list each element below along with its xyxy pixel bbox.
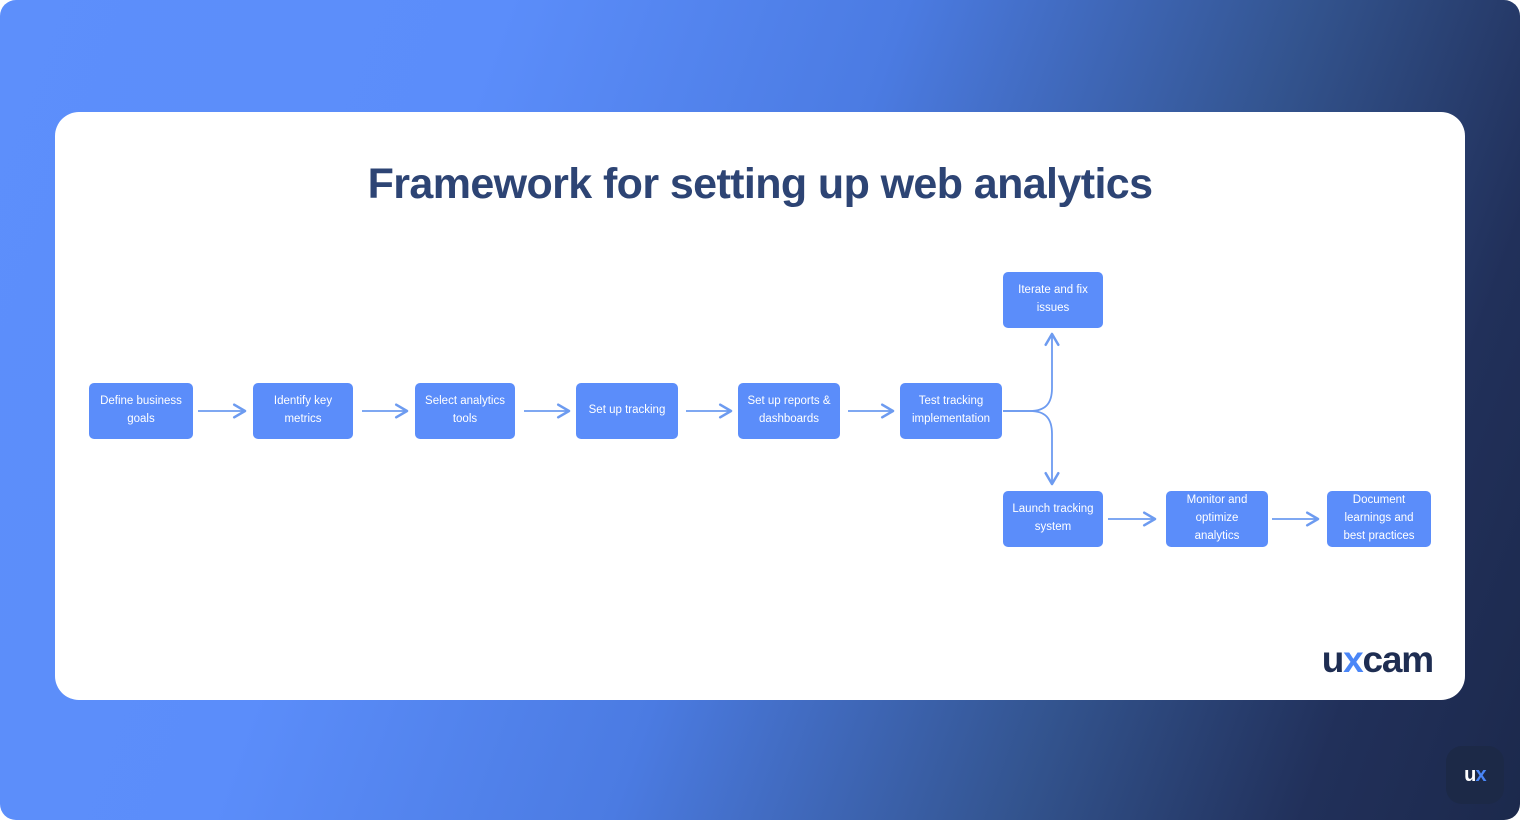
flow-node-set-up-reports-dashboards[interactable]: Set up reports & dashboards	[738, 383, 840, 439]
flow-node-iterate-and-fix-issues[interactable]: Iterate and fix issues	[1003, 272, 1103, 328]
content-card: Framework for setting up web analytics	[55, 112, 1465, 700]
flow-node-document-learnings-best-practices[interactable]: Document learnings and best practices	[1327, 491, 1431, 547]
logo-text-prefix: u	[1321, 639, 1345, 680]
logo-text-accent: x	[1343, 639, 1364, 680]
flow-node-monitor-and-optimize-analytics[interactable]: Monitor and optimize analytics	[1166, 491, 1268, 547]
badge-text-accent: x	[1475, 764, 1487, 786]
badge-text-prefix: u	[1464, 764, 1476, 786]
flow-node-select-analytics-tools[interactable]: Select analytics tools	[415, 383, 515, 439]
page-title: Framework for setting up web analytics	[367, 160, 1153, 208]
flow-node-test-tracking-implementation[interactable]: Test tracking implementation	[900, 383, 1002, 439]
flow-node-label: Select analytics tools	[425, 395, 505, 425]
flow-node-label: Launch tracking system	[1012, 503, 1094, 533]
uxcam-logo: uxcam	[1321, 639, 1435, 680]
edge-n6-n8	[1003, 410, 1060, 486]
flow-node-label: Set up reports & dashboards	[747, 395, 831, 425]
flow-node-label: Monitor and optimize analytics	[1186, 494, 1248, 542]
flow-node-label: Identify key metrics	[273, 395, 333, 425]
flow-node-launch-tracking-system[interactable]: Launch tracking system	[1003, 491, 1103, 547]
edge-n6-n7	[1003, 332, 1060, 412]
flow-node-label: Define business goals	[100, 395, 182, 425]
flow-node-label: Set up tracking	[588, 404, 666, 417]
flow-node-define-business-goals[interactable]: Define business goals	[89, 383, 193, 439]
flow-node-label: Iterate and fix issues	[1018, 284, 1088, 314]
logo-text-suffix: cam	[1362, 639, 1435, 680]
flow-node-set-up-tracking[interactable]: Set up tracking	[576, 383, 678, 439]
flow-node-label: Test tracking implementation	[912, 395, 990, 425]
flow-node-identify-key-metrics[interactable]: Identify key metrics	[253, 383, 353, 439]
flow-node-label: Document learnings and best practices	[1343, 494, 1415, 542]
